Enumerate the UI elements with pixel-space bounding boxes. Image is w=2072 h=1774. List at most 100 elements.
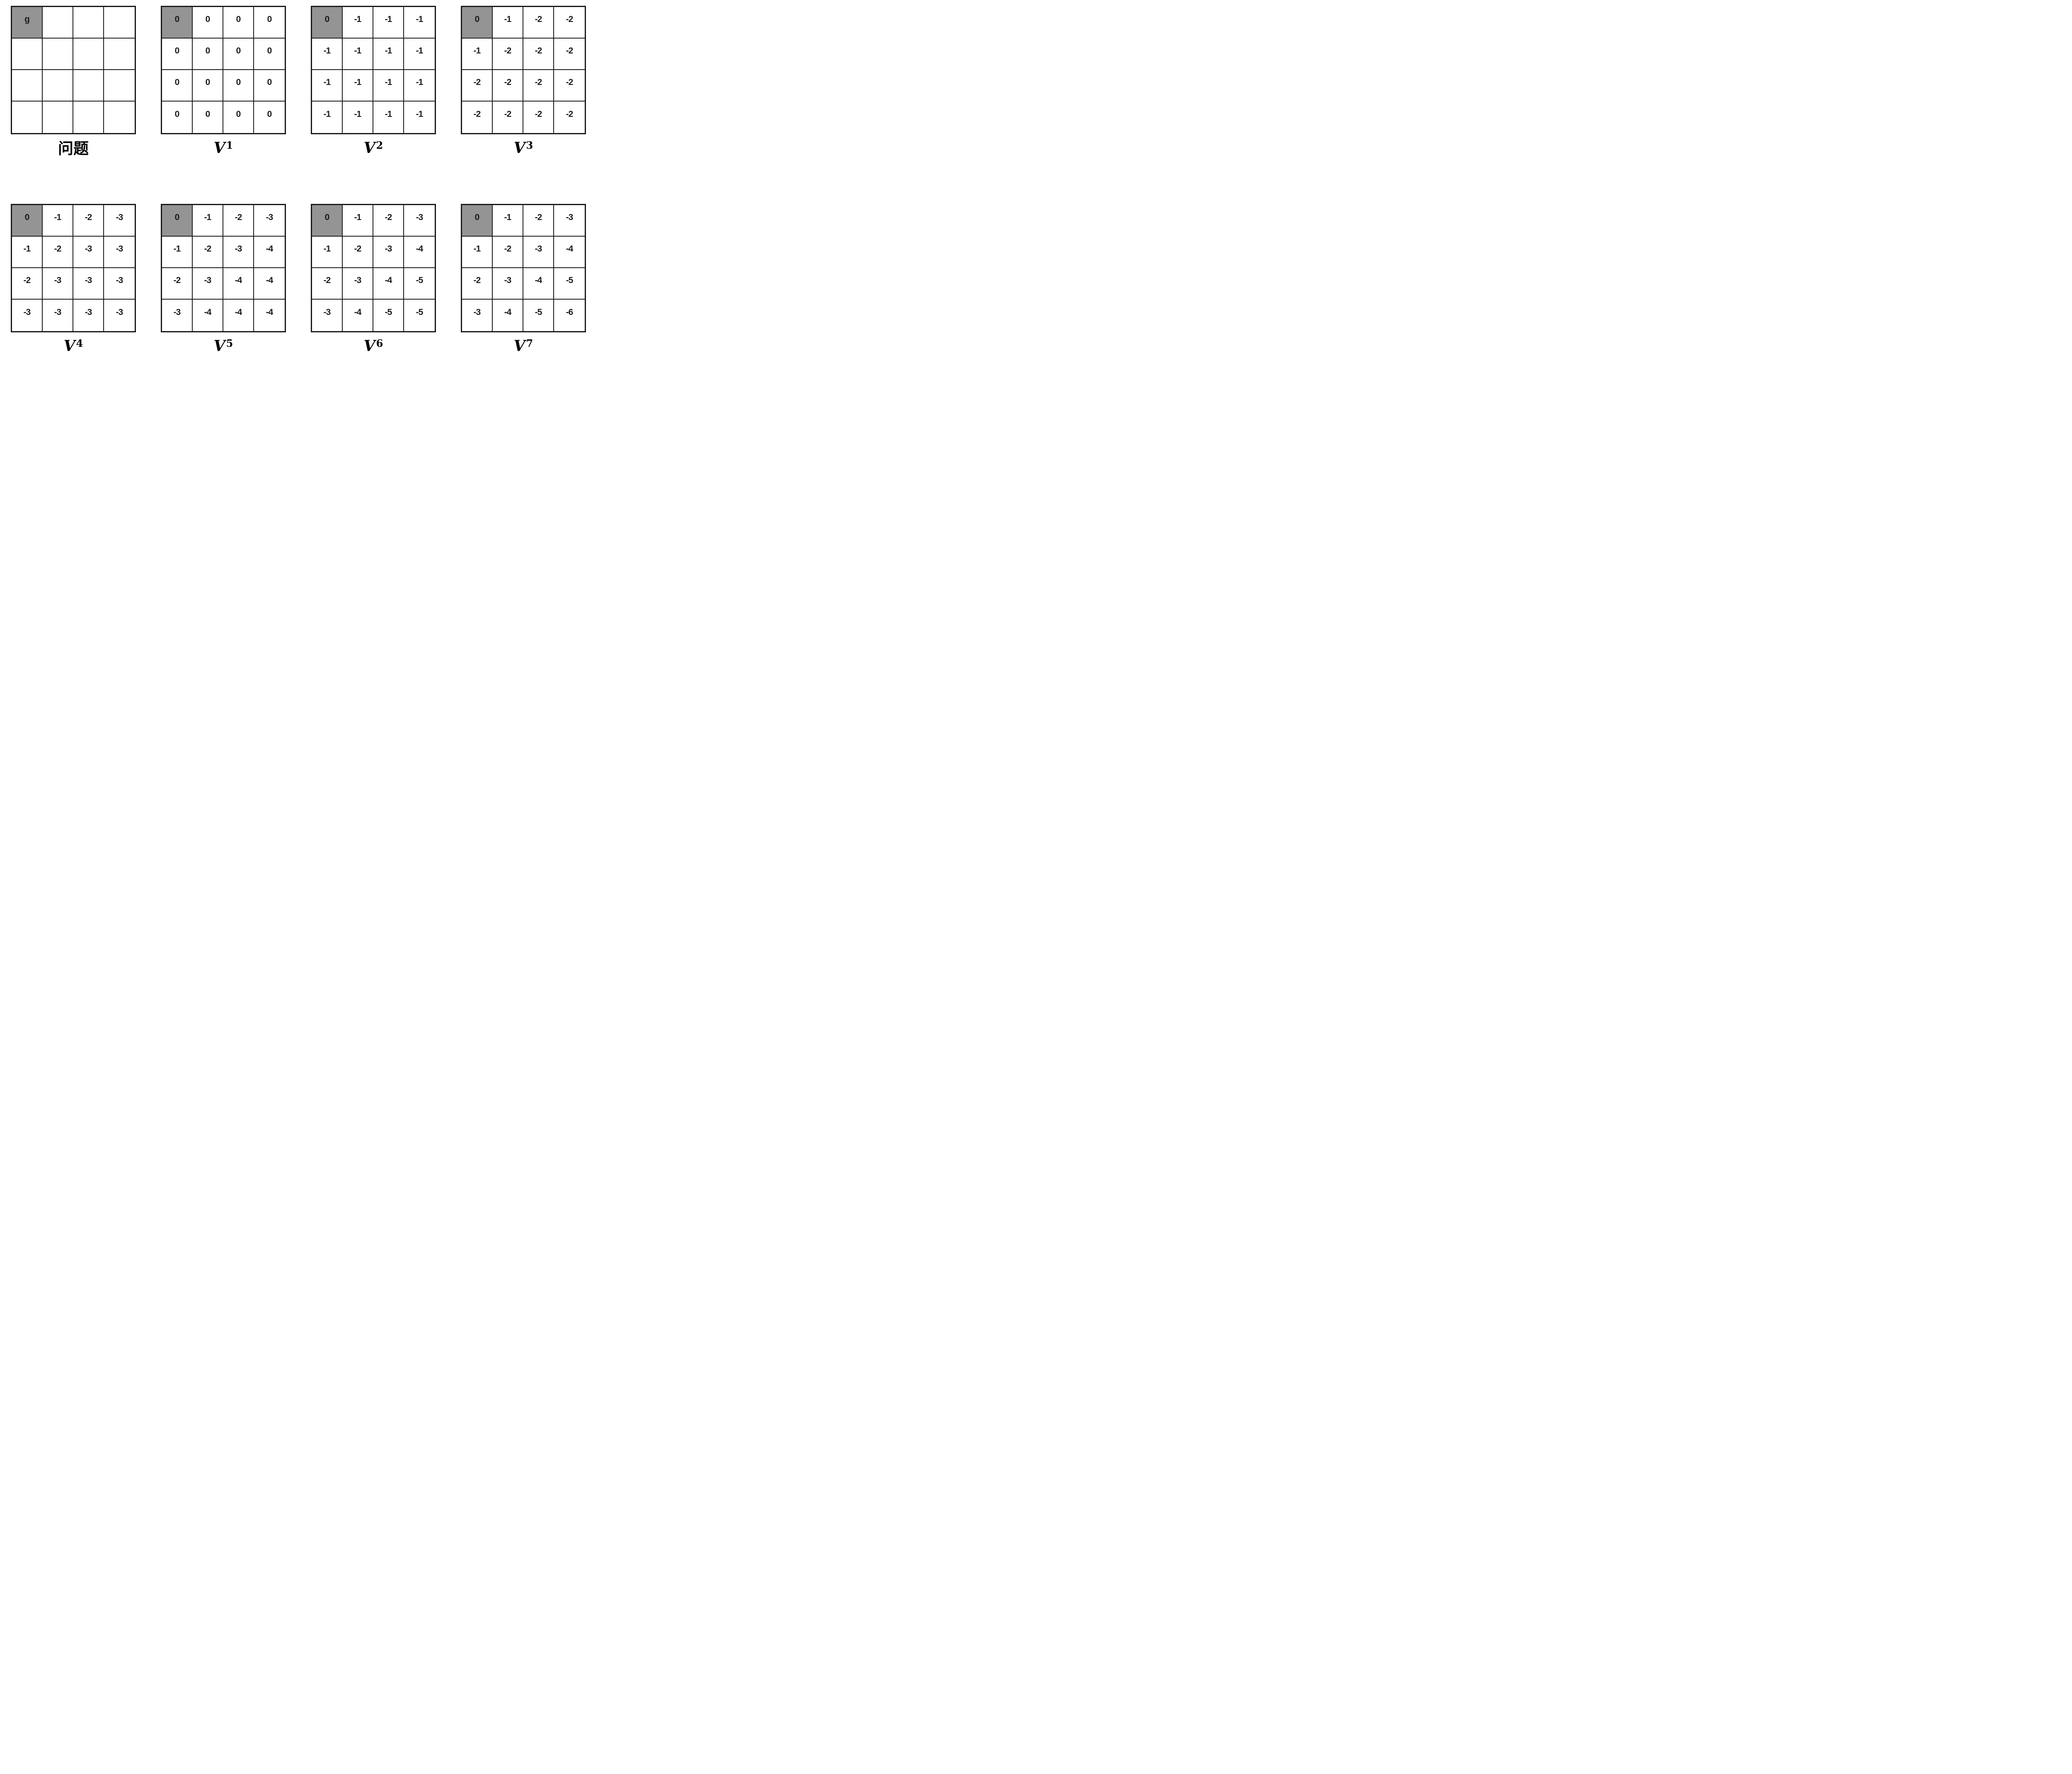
v5-cell-r2c1: -3 xyxy=(193,268,223,300)
problem-cell-r1c3 xyxy=(104,39,135,70)
v5-label-subscript: 5 xyxy=(226,337,233,349)
v2-goal-cell: 0 xyxy=(312,7,343,39)
problem-cell-r0c3 xyxy=(104,7,135,39)
v7-cell-r1c2: -3 xyxy=(523,237,554,268)
problem-cell-r3c0 xyxy=(12,102,43,133)
v5-grid: 0-1-2-3-1-2-3-4-2-3-4-4-3-4-4-4 xyxy=(161,204,286,332)
v1-cell-r2c3: 0 xyxy=(254,70,285,102)
v4-cell-r2c0: -2 xyxy=(12,268,43,300)
v5-cell-r0c3: -3 xyxy=(254,205,285,237)
v5-cell-r1c1: -2 xyxy=(193,237,223,268)
v2-cell-r2c2: -1 xyxy=(373,70,404,102)
problem-cell-r3c3 xyxy=(104,102,135,133)
problem-label-text: 问题 xyxy=(58,139,89,157)
problem-cell-r3c1 xyxy=(43,102,73,133)
v5-cell-r2c0: -2 xyxy=(162,268,193,300)
problem-cell-r2c2 xyxy=(73,70,104,102)
v6-cell-r3c2: -5 xyxy=(373,300,404,331)
v5-cell-r1c2: -3 xyxy=(223,237,254,268)
v6-label-subscript: 6 xyxy=(376,337,383,349)
v3-goal-cell: 0 xyxy=(462,7,493,39)
v6-cell-r3c1: -4 xyxy=(343,300,373,331)
v1-cell-r2c2: 0 xyxy=(223,70,254,102)
v6-cell-r0c2: -2 xyxy=(373,205,404,237)
v6-cell-r1c3: -4 xyxy=(404,237,435,268)
v1-cell-r1c1: 0 xyxy=(193,39,223,70)
problem-cell-r2c1 xyxy=(43,70,73,102)
v4-label-subscript: 4 xyxy=(76,337,83,349)
v2-cell-r0c3: -1 xyxy=(404,7,435,39)
v4-cell-r3c2: -3 xyxy=(73,300,104,331)
v3-cell-r3c2: -2 xyxy=(523,102,554,133)
v3-cell-r2c2: -2 xyxy=(523,70,554,102)
v1-cell-r0c1: 0 xyxy=(193,7,223,39)
v4-goal-cell: 0 xyxy=(12,205,43,237)
v1-label-subscript: 1 xyxy=(226,139,233,151)
v3-cell-r0c3: -2 xyxy=(554,7,585,39)
v2-cell-r2c0: -1 xyxy=(312,70,343,102)
v2-cell-r0c2: -1 xyxy=(373,7,404,39)
v5-cell-r2c3: -4 xyxy=(254,268,285,300)
v3-cell-r1c2: -2 xyxy=(523,39,554,70)
problem-goal-cell: g xyxy=(12,7,43,39)
v5-cell-r2c2: -4 xyxy=(223,268,254,300)
v7-cell-r1c1: -2 xyxy=(493,237,523,268)
v2-cell-r1c1: -1 xyxy=(343,39,373,70)
v3-cell-r2c0: -2 xyxy=(462,70,493,102)
v4-cell-r1c0: -1 xyxy=(12,237,43,268)
v2-cell-r3c0: -1 xyxy=(312,102,343,133)
v2-label-subscript: 2 xyxy=(376,139,383,151)
v3-cell-r1c3: -2 xyxy=(554,39,585,70)
v4-grid: 0-1-2-3-1-2-3-3-2-3-3-3-3-3-3-3 xyxy=(11,204,136,332)
v7-label-base: V xyxy=(513,337,525,355)
v3-label-subscript: 3 xyxy=(526,139,533,151)
problem-cell-r1c0 xyxy=(12,39,43,70)
v7-cell-r3c3: -6 xyxy=(554,300,585,331)
v7-cell-r3c1: -4 xyxy=(493,300,523,331)
v7-cell-r0c3: -3 xyxy=(554,205,585,237)
v4-cell-r0c2: -2 xyxy=(73,205,104,237)
v4-cell-r2c1: -3 xyxy=(43,268,73,300)
v6-goal-cell: 0 xyxy=(312,205,343,237)
problem-cell-r1c2 xyxy=(73,39,104,70)
v4-cell-r0c1: -1 xyxy=(43,205,73,237)
v3-grid: 0-1-2-2-1-2-2-2-2-2-2-2-2-2-2-2 xyxy=(461,6,586,134)
v4-cell-r3c3: -3 xyxy=(104,300,135,331)
v6-cell-r3c3: -5 xyxy=(404,300,435,331)
v4-cell-r1c3: -3 xyxy=(104,237,135,268)
problem-grid: g xyxy=(11,6,136,134)
v2-cell-r0c1: -1 xyxy=(343,7,373,39)
v2-cell-r1c2: -1 xyxy=(373,39,404,70)
v7-cell-r2c1: -3 xyxy=(493,268,523,300)
v6-cell-r1c1: -2 xyxy=(343,237,373,268)
v4-cell-r2c3: -3 xyxy=(104,268,135,300)
v3-label-base: V xyxy=(513,139,525,157)
problem-cell-r2c0 xyxy=(12,70,43,102)
v5-label-base: V xyxy=(213,337,225,355)
v4-cell-r0c3: -3 xyxy=(104,205,135,237)
v5-cell-r3c3: -4 xyxy=(254,300,285,331)
v3-cell-r0c2: -2 xyxy=(523,7,554,39)
problem-cell-r1c1 xyxy=(43,39,73,70)
v2-cell-r3c1: -1 xyxy=(343,102,373,133)
v2-cell-r1c3: -1 xyxy=(404,39,435,70)
v6-cell-r2c0: -2 xyxy=(312,268,343,300)
v7-cell-r1c0: -1 xyxy=(462,237,493,268)
v1-cell-r0c3: 0 xyxy=(254,7,285,39)
problem-cell-r2c3 xyxy=(104,70,135,102)
v7-label-subscript: 7 xyxy=(526,337,533,349)
v6-cell-r3c0: -3 xyxy=(312,300,343,331)
problem-label: 问题 xyxy=(58,140,89,159)
v1-cell-r3c0: 0 xyxy=(162,102,193,133)
